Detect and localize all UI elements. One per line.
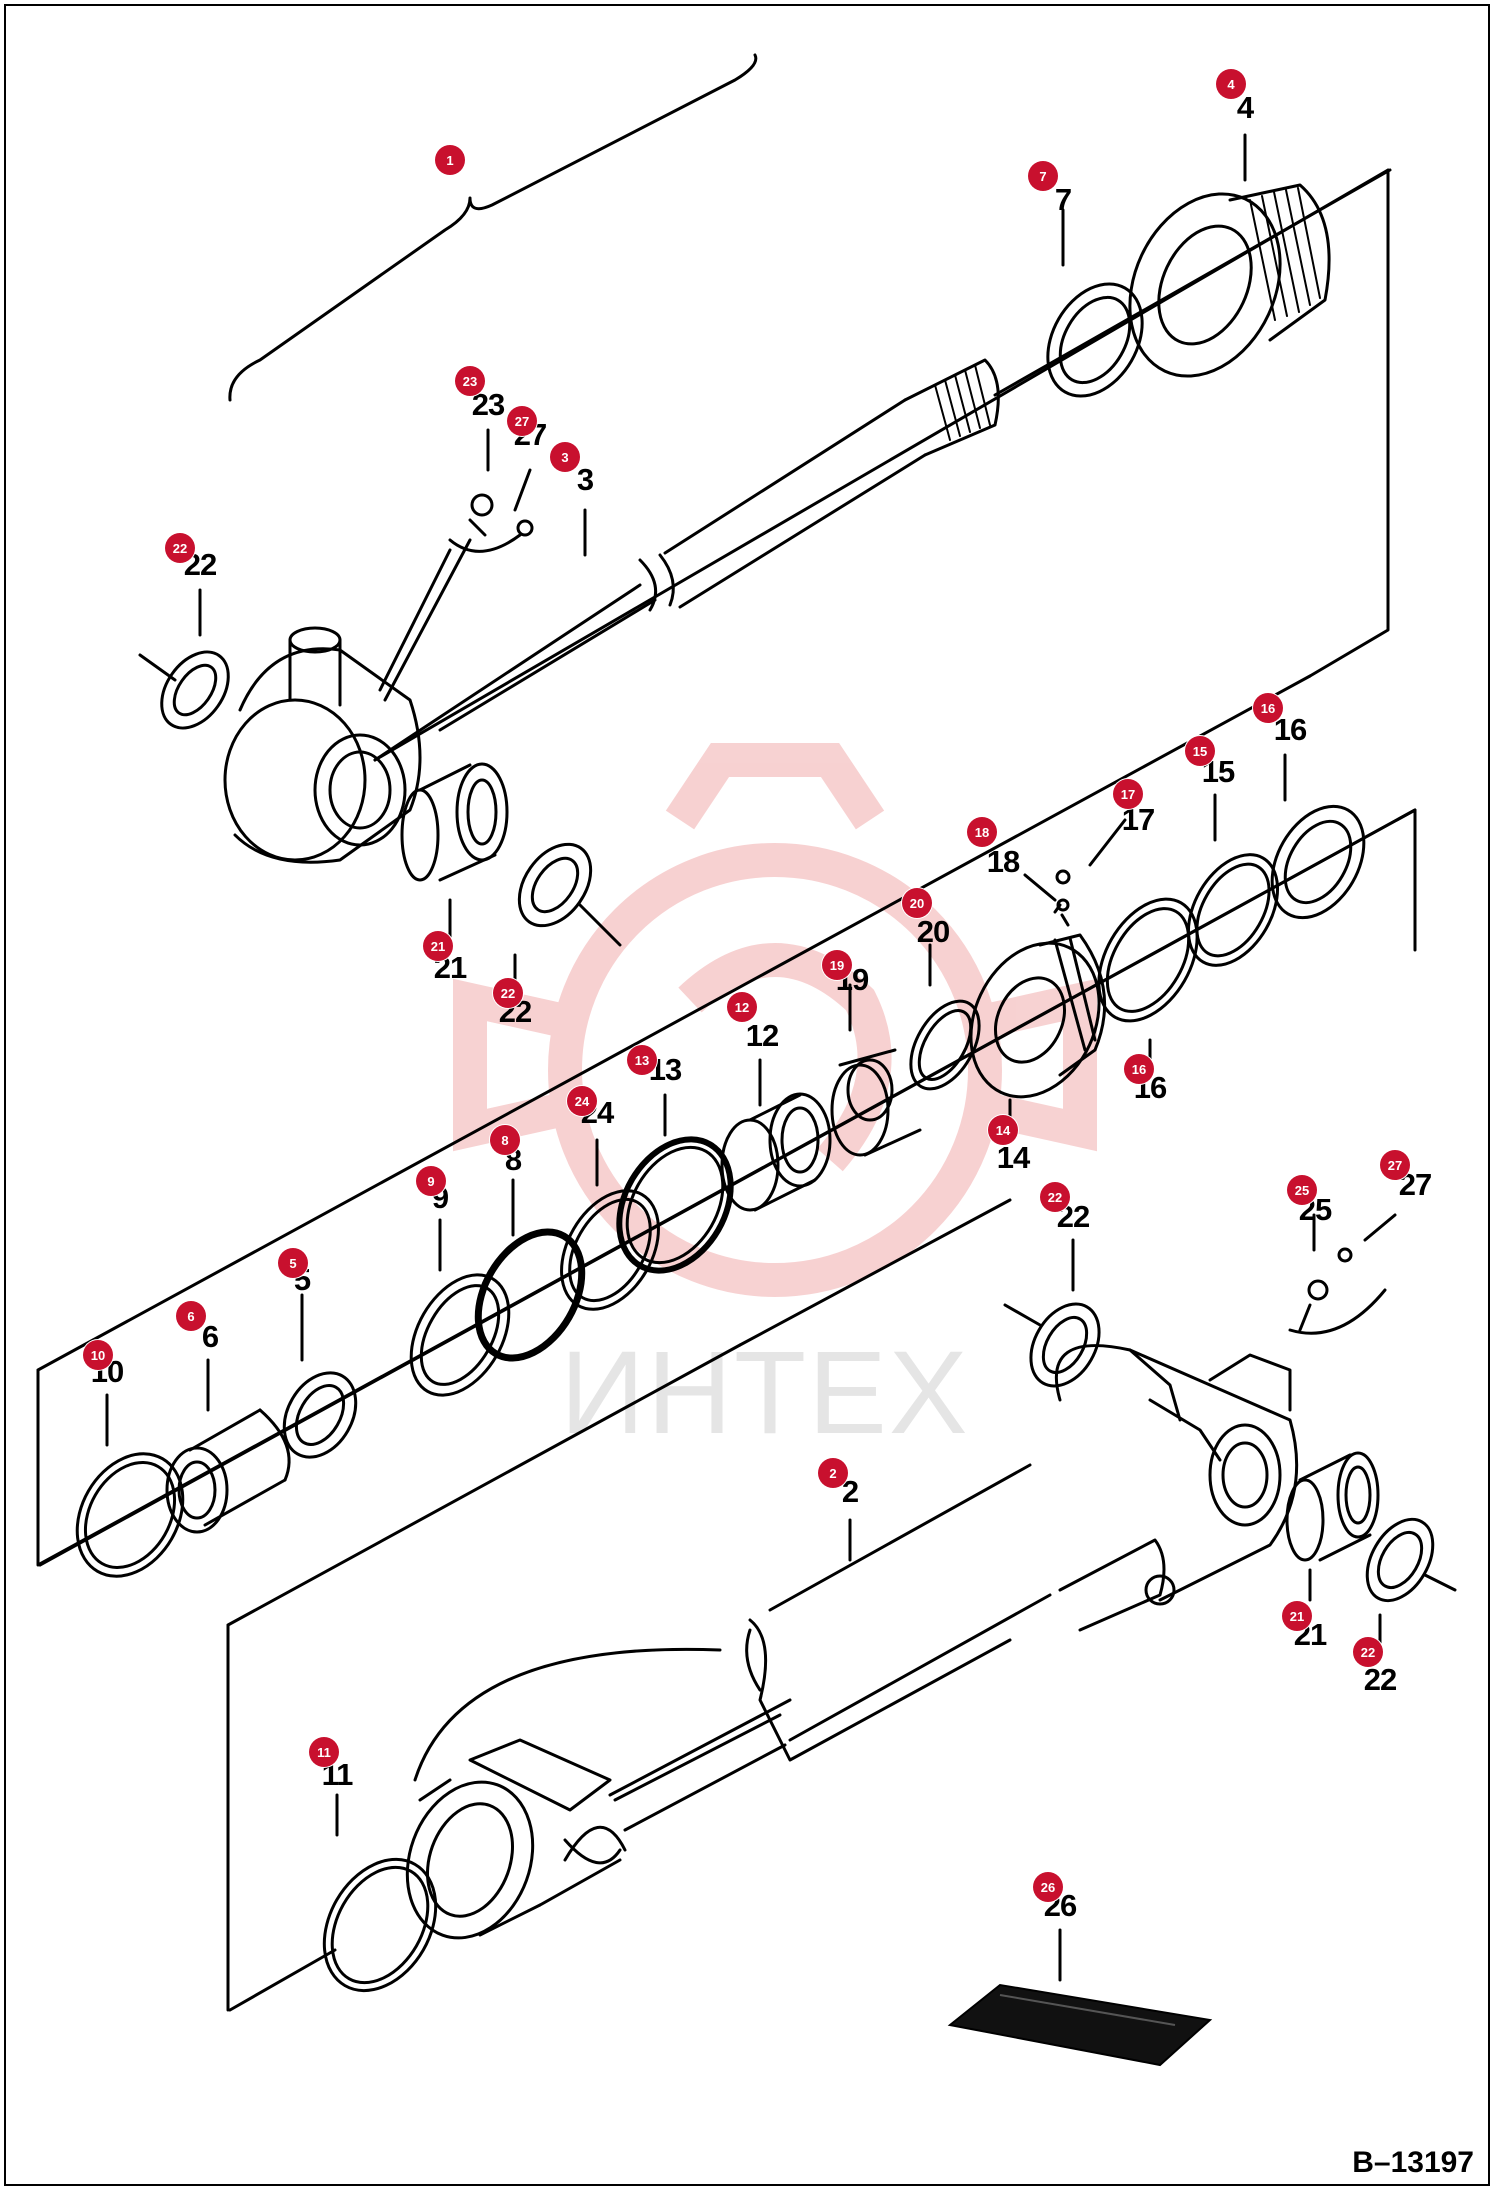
callout-20[interactable]: 20 bbox=[902, 888, 932, 918]
callout-19[interactable]: 19 bbox=[822, 950, 852, 980]
callout-18[interactable]: 18 bbox=[967, 817, 997, 847]
callout-22-top-right[interactable]: 22 bbox=[493, 978, 523, 1008]
callout-3[interactable]: 3 bbox=[550, 442, 580, 472]
callout-22-mid[interactable]: 22 bbox=[1040, 1182, 1070, 1212]
part-number-20: 20 bbox=[916, 914, 950, 949]
callout-15[interactable]: 15 bbox=[1185, 736, 1215, 766]
callout-24[interactable]: 24 bbox=[567, 1086, 597, 1116]
part-number-14: 14 bbox=[996, 1140, 1030, 1175]
rod-panel-outline bbox=[373, 168, 1390, 762]
callout-27-bottom[interactable]: 27 bbox=[1380, 1150, 1410, 1180]
callout-10[interactable]: 10 bbox=[83, 1340, 113, 1370]
callout-11[interactable]: 11 bbox=[309, 1737, 339, 1767]
callout-6[interactable]: 6 bbox=[176, 1301, 206, 1331]
part-number-7: 7 bbox=[1054, 182, 1072, 217]
callout-16-bottom[interactable]: 16 bbox=[1124, 1054, 1154, 1084]
part-number-4: 4 bbox=[1236, 90, 1254, 125]
barrel-panel-outline bbox=[226, 1343, 742, 2012]
callout-7[interactable]: 7 bbox=[1028, 161, 1058, 191]
callout-14[interactable]: 14 bbox=[988, 1115, 1018, 1145]
part-number-22-bottom: 22 bbox=[1363, 1662, 1397, 1697]
part-number-2: 2 bbox=[841, 1474, 859, 1509]
callout-2[interactable]: 2 bbox=[818, 1458, 848, 1488]
part-number-3: 3 bbox=[576, 462, 594, 497]
callout-23[interactable]: 23 bbox=[455, 366, 485, 396]
callout-4[interactable]: 4 bbox=[1216, 69, 1246, 99]
watermark-gear-icon bbox=[453, 743, 1097, 1297]
drawing-frame bbox=[4, 4, 1490, 2186]
part-number-12: 12 bbox=[745, 1018, 779, 1053]
callout-21-bottom[interactable]: 21 bbox=[1282, 1601, 1312, 1631]
callout-25[interactable]: 25 bbox=[1287, 1175, 1317, 1205]
callout-21-top[interactable]: 21 bbox=[423, 931, 453, 961]
callout-9[interactable]: 9 bbox=[416, 1166, 446, 1196]
barrel-tube bbox=[413, 1647, 722, 1782]
assembly-brace bbox=[228, 53, 758, 402]
callout-22-bottom[interactable]: 22 bbox=[1353, 1637, 1383, 1667]
callout-16-top[interactable]: 16 bbox=[1253, 693, 1283, 723]
watermark-text: ИНТЕХ bbox=[560, 1327, 970, 1459]
rod-thread bbox=[903, 358, 1000, 457]
callout-12[interactable]: 12 bbox=[727, 992, 757, 1022]
callout-1[interactable]: 1 bbox=[435, 145, 465, 175]
callout-26[interactable]: 26 bbox=[1033, 1872, 1063, 1902]
callout-22-top-left[interactable]: 22 bbox=[165, 533, 195, 563]
callout-13[interactable]: 13 bbox=[627, 1045, 657, 1075]
drawing-code: B–13197 bbox=[1352, 2146, 1474, 2179]
part-number-6: 6 bbox=[201, 1319, 219, 1354]
callout-8[interactable]: 8 bbox=[490, 1125, 520, 1155]
decal-26-drawing bbox=[947, 1983, 1213, 2067]
part-number-18: 18 bbox=[986, 844, 1020, 879]
callout-5[interactable]: 5 bbox=[278, 1248, 308, 1278]
callout-17[interactable]: 17 bbox=[1113, 779, 1143, 809]
callout-27-top[interactable]: 27 bbox=[507, 406, 537, 436]
